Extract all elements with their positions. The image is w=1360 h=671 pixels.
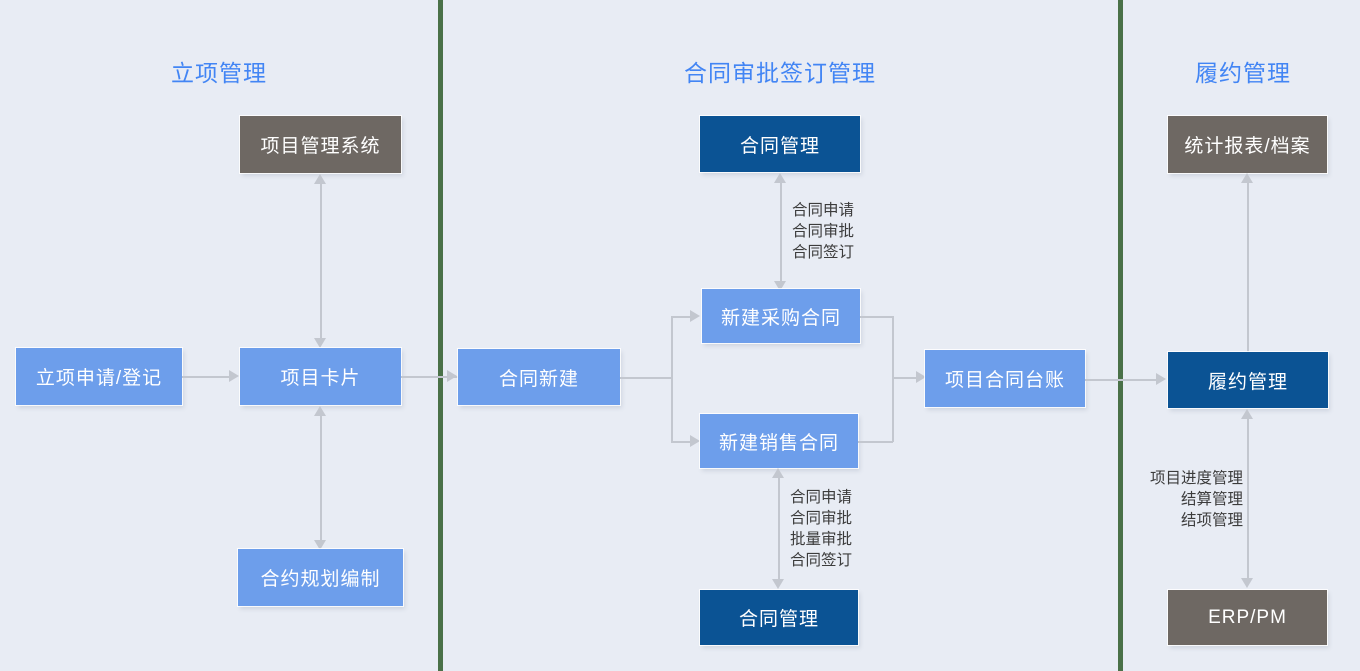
connector-fork-to-sales xyxy=(671,441,692,443)
connector-ledger-to-performance xyxy=(1085,379,1161,381)
connector-performance-to-report xyxy=(1247,182,1249,352)
arrowhead-down-to-erp xyxy=(1241,578,1253,588)
connector-create-fork-stem xyxy=(620,377,672,379)
arrowhead-right-to-performance xyxy=(1156,373,1166,385)
node-contract-management-bottom[interactable]: 合同管理 xyxy=(700,590,858,645)
column-title-initiation: 立项管理 xyxy=(171,60,267,86)
column-title-performance: 履约管理 xyxy=(1195,60,1291,86)
edge-label-line: 结算管理 xyxy=(1180,491,1243,508)
arrowhead-right-to-new-sales xyxy=(690,435,700,447)
edge-label-line: 合同签订 xyxy=(792,244,855,261)
connector-application-to-card xyxy=(182,376,230,378)
edge-label-upper-contract-steps: 合同申请 合同审批 合同签订 xyxy=(792,200,854,263)
arrowhead-down-to-plan xyxy=(314,540,326,550)
connector-purchase-to-contract-mgmt xyxy=(780,182,782,284)
arrowhead-up-to-report xyxy=(1241,173,1253,183)
node-project-contract-ledger[interactable]: 项目合同台账 xyxy=(925,350,1085,407)
node-contract-planning[interactable]: 合约规划编制 xyxy=(238,549,403,606)
arrowhead-down-to-card xyxy=(314,338,326,348)
connector-merge-spine xyxy=(892,316,894,442)
connector-performance-to-erp xyxy=(1247,418,1249,580)
node-new-purchase-contract[interactable]: 新建采购合同 xyxy=(702,289,860,343)
arrowhead-right-to-ledger xyxy=(916,371,926,383)
arrowhead-right-to-contract-create xyxy=(447,370,457,382)
connector-sales-to-contract-mgmt-bottom xyxy=(778,477,780,581)
connector-purchase-merge xyxy=(860,316,893,318)
node-project-management-system[interactable]: 项目管理系统 xyxy=(240,116,401,173)
arrowhead-right-to-new-purchase xyxy=(690,310,700,322)
connector-merge-to-ledger xyxy=(892,377,918,379)
edge-label-line: 项目进度管理 xyxy=(1149,470,1243,487)
node-erp-pm[interactable]: ERP/PM xyxy=(1168,590,1327,645)
arrowhead-up-to-new-sales xyxy=(772,468,784,478)
connector-card-to-system xyxy=(320,183,322,339)
edge-label-line: 合同申请 xyxy=(792,202,855,219)
edge-label-line: 合同申请 xyxy=(790,489,853,506)
arrowhead-up-to-contract-mgmt-top xyxy=(774,173,786,183)
edge-label-performance-steps: 项目进度管理 结算管理 结项管理 xyxy=(1133,468,1243,531)
connector-card-to-plan xyxy=(320,414,322,542)
arrowhead-up-to-performance xyxy=(1241,409,1253,419)
column-divider-1 xyxy=(438,0,443,671)
connector-sales-merge xyxy=(858,441,893,443)
connector-fork-to-purchase xyxy=(671,316,692,318)
arrowhead-up-to-system xyxy=(314,174,326,184)
edge-label-lower-contract-steps: 合同申请 合同审批 批量审批 合同签订 xyxy=(790,487,852,571)
arrowhead-up-to-card xyxy=(314,406,326,416)
edge-label-line: 合同审批 xyxy=(790,510,853,527)
edge-label-line: 合同审批 xyxy=(792,223,855,240)
node-statistics-report-archive[interactable]: 统计报表/档案 xyxy=(1168,116,1327,173)
edge-label-line: 批量审批 xyxy=(790,531,853,548)
edge-label-line: 结项管理 xyxy=(1180,512,1243,529)
arrowhead-down-to-contract-mgmt-bottom xyxy=(772,579,784,589)
connector-create-fork-spine xyxy=(671,316,673,442)
edge-label-line: 合同签订 xyxy=(790,552,853,569)
arrowhead-down-to-new-purchase xyxy=(774,281,786,291)
node-project-card[interactable]: 项目卡片 xyxy=(240,348,401,405)
connector-card-to-contract-create xyxy=(401,376,458,378)
node-project-application[interactable]: 立项申请/登记 xyxy=(16,348,182,405)
column-title-contract-approval: 合同审批签订管理 xyxy=(684,60,876,86)
column-divider-2 xyxy=(1118,0,1123,671)
node-contract-create[interactable]: 合同新建 xyxy=(458,349,620,405)
node-performance-management[interactable]: 履约管理 xyxy=(1168,352,1328,408)
node-new-sales-contract[interactable]: 新建销售合同 xyxy=(700,414,858,468)
arrowhead-right-to-card xyxy=(229,370,239,382)
node-contract-management-top[interactable]: 合同管理 xyxy=(700,116,860,172)
